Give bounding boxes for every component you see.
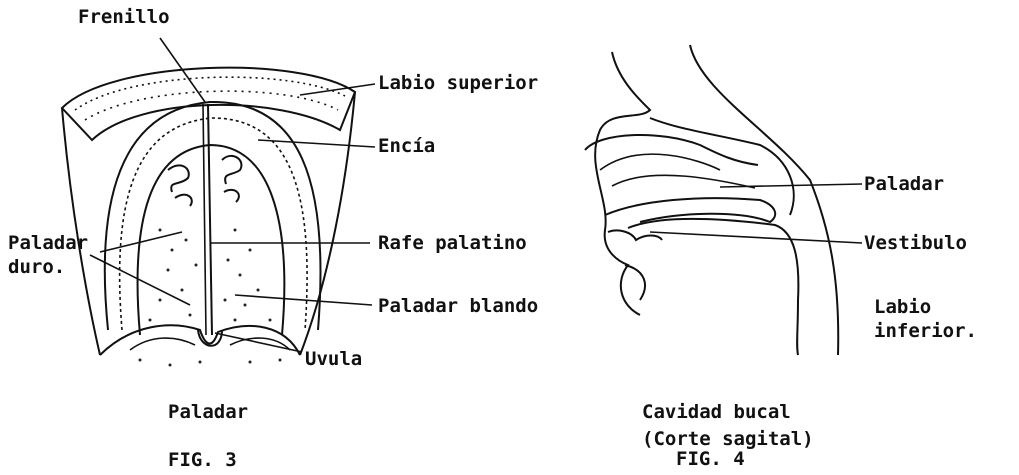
fig3-leader-lines [90, 38, 375, 352]
fig4-number: FIG. 4 [676, 448, 745, 470]
label-frenillo: Frenillo [78, 6, 170, 28]
palatine-raphe [208, 104, 212, 335]
sagittal-drawing [585, 45, 862, 355]
lower-lip-chin [625, 265, 645, 300]
label-labio-inferior-line1: Labio [874, 296, 931, 318]
tongue-outline [628, 219, 798, 355]
label-uvula: Uvula [305, 348, 362, 370]
label-rafe-palatino: Rafe palatino [378, 232, 527, 254]
label-labio-superior: Labio superior [378, 72, 538, 94]
label-paladar-duro-line1: Paladar [8, 232, 88, 254]
label-paladar-duro-line2: duro. [8, 256, 65, 278]
fig4-caption-line1: Cavidad bucal [642, 401, 791, 423]
soft-palate-border [100, 325, 300, 355]
palate-drawing [62, 38, 375, 367]
fig3-caption: Paladar [168, 401, 248, 423]
label-paladar-sagital: Paladar [864, 173, 944, 195]
label-vestibulo: Vestibulo [864, 232, 967, 254]
fig3-number: FIG. 3 [168, 449, 237, 471]
label-paladar-blando: Paladar blando [378, 295, 538, 317]
fig4-caption-line2: (Corte sagital) [642, 428, 814, 450]
label-encia: Encía [378, 135, 435, 157]
pharynx-wall [690, 45, 838, 355]
label-labio-inferior-line2: inferior. [874, 320, 977, 342]
fig4-leader-lines [650, 184, 862, 243]
